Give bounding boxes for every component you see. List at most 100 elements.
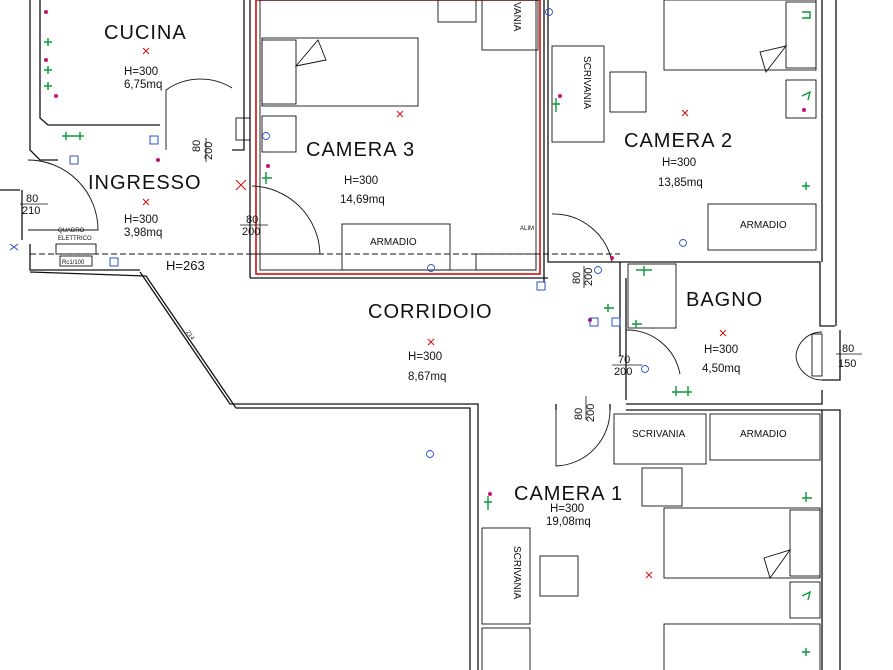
socket-icon bbox=[801, 590, 812, 601]
furniture bbox=[235, 0, 821, 670]
room-area-bagno: 4,50mq bbox=[702, 363, 740, 375]
camera3-highlight bbox=[255, 0, 541, 275]
diagonal-wall-inner bbox=[29, 271, 471, 670]
room-name-bagno: BAGNO bbox=[686, 289, 763, 311]
panel-socket bbox=[109, 257, 119, 267]
socket-icon bbox=[488, 492, 492, 496]
shower bbox=[627, 263, 677, 329]
svg-text:210: 210 bbox=[22, 205, 40, 217]
svg-text:200: 200 bbox=[614, 366, 632, 378]
bed-camera2 bbox=[663, 0, 817, 71]
wardrobe-camera2 bbox=[707, 203, 817, 251]
socket-icon bbox=[672, 386, 692, 396]
chair-camera1-a bbox=[641, 467, 683, 507]
socket-icon bbox=[484, 496, 492, 510]
label-armadio-camera1: ARMADIO bbox=[740, 429, 787, 440]
room-height-corridoio: H=300 bbox=[408, 351, 442, 363]
light-icon bbox=[681, 109, 689, 117]
door-camera2 bbox=[551, 213, 613, 263]
bagno-right-wall bbox=[822, 330, 841, 381]
dim-camera1-door: 80 200 bbox=[573, 396, 597, 422]
switch-icon bbox=[262, 172, 272, 184]
socket-icon bbox=[44, 58, 48, 62]
bed-sheet-camera2 bbox=[759, 45, 788, 73]
socket-icon bbox=[802, 182, 810, 190]
bed-pillow-camera3 bbox=[261, 39, 297, 105]
socket-icon bbox=[802, 11, 811, 19]
light-icon bbox=[235, 179, 247, 191]
camera3-inner-line bbox=[259, 0, 537, 271]
nightstand-camera1 bbox=[789, 581, 821, 619]
socket-icon bbox=[156, 158, 160, 162]
svg-text:80: 80 bbox=[571, 272, 583, 284]
door-bagno bbox=[625, 329, 681, 375]
room-area-ingresso: 3,98mq bbox=[124, 227, 162, 239]
socket-icon bbox=[611, 317, 621, 327]
door-entrance bbox=[27, 159, 99, 231]
door-camera1 bbox=[555, 409, 611, 467]
socket-icon bbox=[801, 90, 812, 101]
panel-label-quadro: QUADRO bbox=[58, 228, 85, 234]
socket-icon bbox=[69, 155, 79, 165]
desk-camera2 bbox=[551, 45, 605, 143]
svg-text:80: 80 bbox=[573, 408, 585, 420]
svg-text:80: 80 bbox=[842, 343, 854, 355]
dim-kitchen-door: 80 200 bbox=[191, 138, 215, 162]
electrical-panel: QUADRO ELETTRICO Rc1/100 ALIM bbox=[9, 226, 534, 267]
svg-text:80: 80 bbox=[246, 214, 258, 226]
svg-text:80: 80 bbox=[191, 140, 203, 152]
dim-camera2-door: 80 200 bbox=[571, 266, 595, 288]
room-area-camera1: 19,08mq bbox=[546, 516, 591, 528]
socket-icon bbox=[44, 10, 48, 14]
room-area-corridoio: 8,67mq bbox=[408, 371, 446, 383]
thermostat-icon bbox=[545, 8, 553, 16]
nightstand-camera3 bbox=[261, 115, 297, 153]
furniture-labels: VANIA SCRIVANIA ARMADIO ARMADIO SCRIVANI… bbox=[370, 2, 787, 599]
wardrobe-camera3 bbox=[341, 223, 451, 271]
room-height-camera3: H=300 bbox=[344, 175, 378, 187]
light-icon bbox=[645, 571, 653, 579]
electrical-symbols bbox=[44, 8, 812, 656]
socket-icon bbox=[604, 304, 614, 312]
room-height-bagno: H=300 bbox=[704, 344, 738, 356]
door-camera3 bbox=[251, 185, 321, 255]
svg-text:200: 200 bbox=[583, 268, 595, 286]
room-area-camera2: 13,85mq bbox=[658, 177, 703, 189]
label-armadio-camera3: ARMADIO bbox=[370, 237, 417, 248]
socket-icon bbox=[636, 266, 652, 276]
socket-icon bbox=[62, 132, 84, 140]
room-labels: CUCINA H=300 6,75mq INGRESSO H=300 3,98m… bbox=[88, 22, 763, 528]
entry-arrow-icon bbox=[9, 243, 19, 251]
wardrobe-camera3-b bbox=[475, 253, 537, 271]
bed-sheet-camera1-a bbox=[763, 549, 792, 580]
socket-icon bbox=[266, 164, 270, 168]
label-scrivania-top: VANIA bbox=[511, 2, 522, 32]
dim-bagno-window: 80 150 bbox=[836, 343, 862, 370]
desk-camera3 bbox=[481, 0, 539, 51]
desk-camera1-a bbox=[613, 413, 707, 465]
corridor-height-label: H=263 bbox=[166, 258, 205, 273]
light-icon bbox=[396, 110, 404, 118]
kitchen-wall bbox=[39, 0, 160, 126]
diagonal-wall-outer bbox=[139, 271, 479, 670]
desk-camera1-c bbox=[481, 627, 531, 670]
label-scrivania-camera1a: SCRIVANIA bbox=[632, 429, 685, 440]
socket-icon bbox=[802, 648, 810, 656]
nightstand-camera2 bbox=[785, 79, 817, 119]
entrance-wall bbox=[0, 189, 140, 271]
svg-text:80: 80 bbox=[26, 193, 38, 205]
socket-icon bbox=[632, 320, 642, 328]
thermostat-icon bbox=[641, 365, 649, 373]
label-alim: ALIM bbox=[520, 226, 534, 232]
dim-entrance-door: 80 210 bbox=[20, 193, 48, 217]
socket-icon bbox=[552, 98, 560, 112]
chair-camera2 bbox=[609, 71, 647, 113]
bagno-bottom-wall bbox=[626, 390, 841, 670]
light-icon bbox=[427, 338, 435, 346]
svg-text:200: 200 bbox=[203, 142, 215, 160]
svg-text:200: 200 bbox=[242, 226, 260, 238]
socket-icon bbox=[44, 38, 52, 46]
panel-box bbox=[55, 243, 97, 255]
thermostat-icon bbox=[426, 450, 434, 458]
